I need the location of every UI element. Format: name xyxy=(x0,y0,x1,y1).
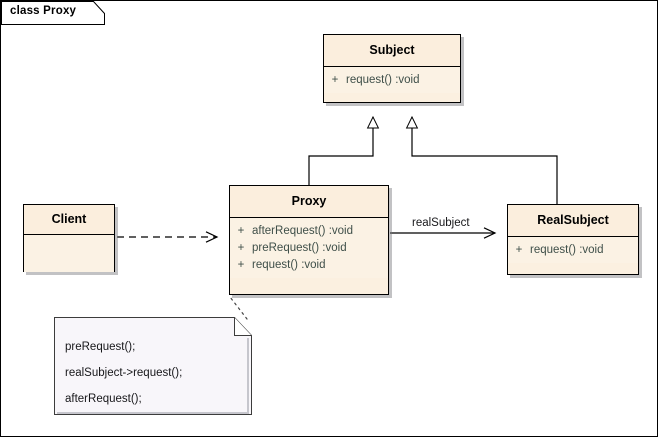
note-line: afterRequest(); xyxy=(65,393,142,405)
member-signature: request() :void xyxy=(252,259,326,271)
member-visibility: + xyxy=(515,244,523,256)
class-member: + request() :void xyxy=(230,257,388,274)
class-name-subject: Subject xyxy=(324,35,460,67)
member-signature: request() :void xyxy=(530,244,604,256)
class-member: + request() :void xyxy=(324,72,460,89)
class-name-realsubject: RealSubject xyxy=(508,205,638,237)
note-text-block: preRequest(); realSubject->request(); af… xyxy=(65,334,245,412)
class-members-realsubject: + request() :void xyxy=(508,237,638,263)
class-member: + afterRequest() :void xyxy=(230,223,388,240)
note-shape xyxy=(54,317,252,415)
member-signature: afterRequest() :void xyxy=(252,225,353,237)
class-box-subject[interactable]: Subject + request() :void xyxy=(323,34,461,103)
member-visibility: + xyxy=(331,74,339,86)
class-name-client: Client xyxy=(24,205,114,235)
member-signature: preRequest() :void xyxy=(252,242,347,254)
class-name-proxy: Proxy xyxy=(230,186,388,218)
frame-title-tab: class Proxy xyxy=(1,1,105,25)
member-visibility: + xyxy=(237,225,245,237)
class-members-client xyxy=(24,235,114,272)
generalization-proxy-to-subject xyxy=(308,115,380,185)
note-proxy-implementation[interactable]: preRequest(); realSubject->request(); af… xyxy=(54,317,252,415)
class-member: + request() :void xyxy=(508,242,638,259)
class-box-client[interactable]: Client xyxy=(23,204,115,272)
member-signature: request() :void xyxy=(346,74,420,86)
class-member: + preRequest() :void xyxy=(230,240,388,257)
member-visibility: + xyxy=(237,242,245,254)
note-anchor-line xyxy=(229,296,248,320)
class-members-proxy: + afterRequest() :void + preRequest() :v… xyxy=(230,218,388,278)
frame-title-label: class Proxy xyxy=(10,5,77,17)
note-line: preRequest(); xyxy=(65,341,136,353)
class-box-proxy[interactable]: Proxy + afterRequest() :void + preReques… xyxy=(229,185,389,295)
association-label-realsubject: realSubject xyxy=(412,217,470,229)
generalization-realsubject-to-subject xyxy=(405,115,558,204)
frame-tab-shape xyxy=(1,1,105,25)
class-members-subject: + request() :void xyxy=(324,67,460,93)
class-box-realsubject[interactable]: RealSubject + request() :void xyxy=(507,204,639,275)
member-visibility: + xyxy=(237,259,245,271)
note-line: realSubject->request(); xyxy=(65,367,183,379)
